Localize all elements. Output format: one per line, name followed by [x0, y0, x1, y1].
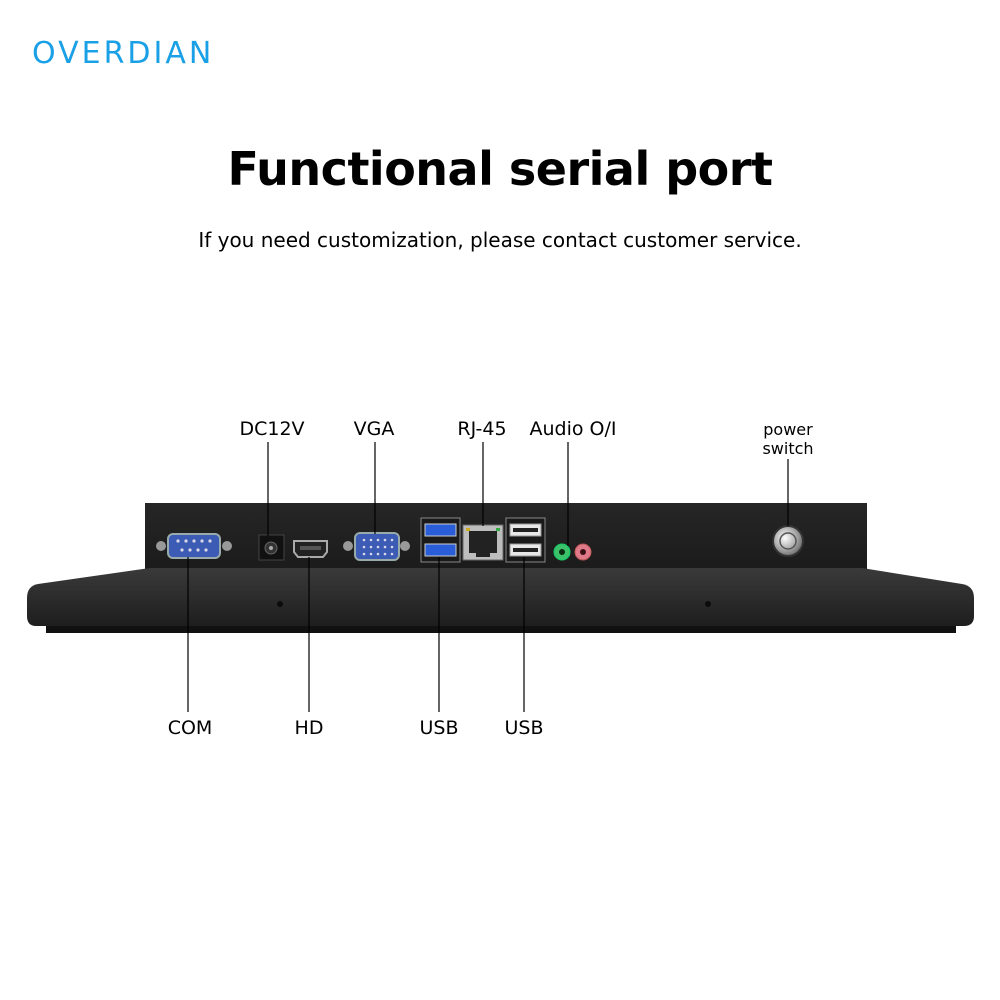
page-title: Functional serial port [227, 142, 773, 196]
bezel-bottom-edge [46, 626, 956, 633]
label-usb-2: USB [504, 717, 544, 739]
label-com: COM [167, 717, 213, 739]
label-vga: VGA [353, 418, 395, 440]
audio-in-jack[interactable] [574, 543, 592, 561]
usb-stack-2[interactable] [505, 517, 546, 563]
hdmi-port[interactable] [293, 540, 328, 558]
label-rj45: RJ-45 [457, 418, 507, 440]
leader-lines-bottom [187, 557, 525, 712]
audio-out-jack[interactable] [553, 543, 571, 561]
label-power-line1: power [763, 420, 813, 439]
page-subtitle: If you need customization, please contac… [198, 228, 802, 252]
brand-logo: OVERDIAN [32, 36, 215, 71]
com-port[interactable] [156, 533, 232, 559]
label-dc12v: DC12V [239, 418, 305, 440]
screw-hole-right [705, 601, 711, 607]
label-usb-1: USB [419, 717, 459, 739]
dc12v-jack[interactable] [258, 534, 285, 561]
power-switch[interactable] [772, 525, 804, 557]
vga-port[interactable] [343, 532, 410, 561]
label-power-line2: switch [762, 439, 814, 458]
label-hd: HD [294, 717, 324, 739]
screw-hole-left [277, 601, 283, 607]
label-power-switch: power switch [762, 420, 813, 458]
rj45-port[interactable] [462, 524, 504, 561]
leader-lines-top [267, 442, 789, 546]
front-bezel [27, 568, 974, 626]
label-audio: Audio O/I [529, 418, 617, 440]
usb-stack-1[interactable] [420, 517, 461, 563]
